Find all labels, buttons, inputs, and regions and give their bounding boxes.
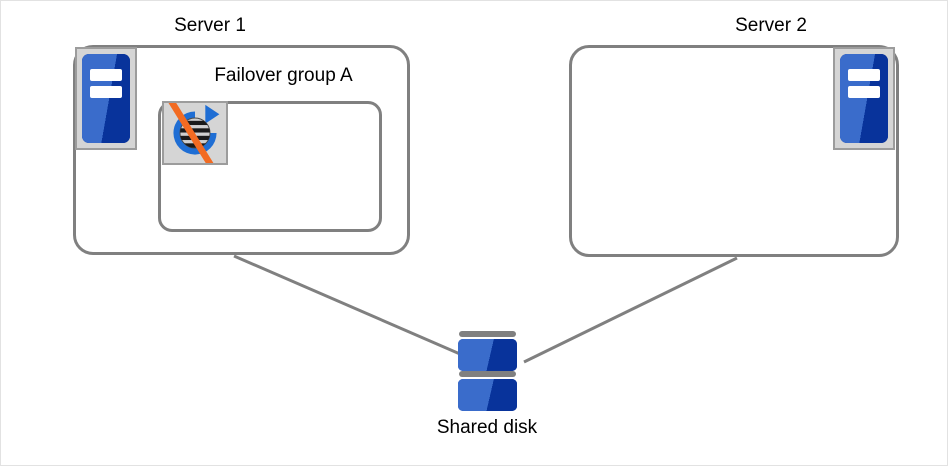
server-icon-body <box>840 54 888 143</box>
disk-platter-1-sheen <box>458 339 517 371</box>
disabled-slash-icon <box>168 103 214 163</box>
disk-bar-middle <box>459 371 516 377</box>
server-icon <box>75 47 137 150</box>
disk-platter-2-sheen <box>458 379 517 411</box>
rotation-arrow-head <box>205 104 220 124</box>
server1-title: Server 1 <box>174 15 246 36</box>
disk-platter-1 <box>458 339 517 371</box>
connector-server1-to-disk <box>233 254 461 356</box>
server2-title: Server 2 <box>735 15 807 36</box>
connector-server2-to-disk <box>523 256 738 364</box>
shared-disk-title: Shared disk <box>436 417 538 438</box>
group-resource-icon <box>162 101 228 165</box>
server-icon-sheen <box>840 54 888 143</box>
server-icon-slot-2 <box>90 86 122 98</box>
server-icon-slot-2 <box>848 86 880 98</box>
server-icon-body <box>82 54 130 143</box>
server-icon-slot-1 <box>848 69 880 81</box>
disk-bar-top <box>459 331 516 337</box>
server-icon-slot-1 <box>90 69 122 81</box>
server-icon <box>833 47 895 150</box>
shared-disk-icon <box>458 331 517 413</box>
server-icon-sheen <box>82 54 130 143</box>
failover-group-title: Failover group A <box>214 65 353 86</box>
disk-platter-2 <box>458 379 517 411</box>
